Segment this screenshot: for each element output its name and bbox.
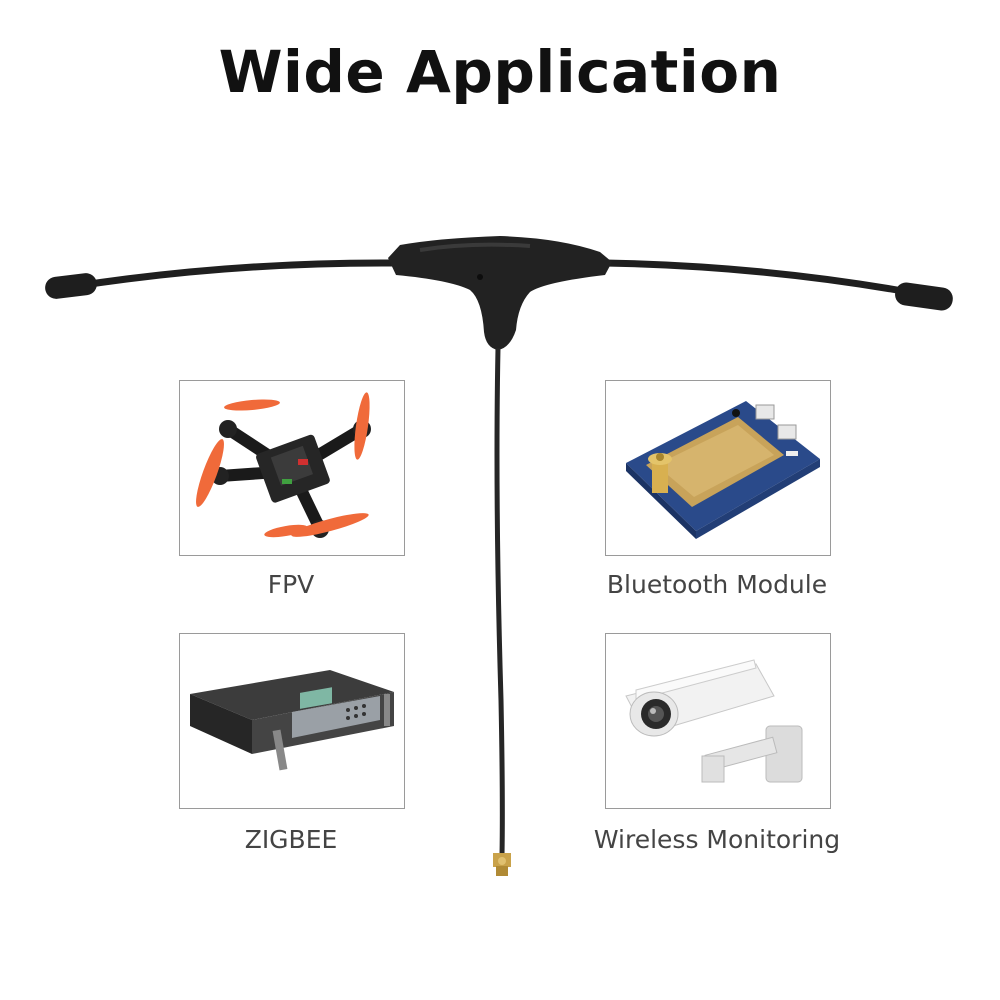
zigbee-card bbox=[179, 633, 405, 809]
fpv-card bbox=[179, 380, 405, 556]
bluetooth-module-icon bbox=[626, 401, 820, 539]
rack-device-icon bbox=[190, 670, 394, 771]
wireless-monitoring-card bbox=[605, 633, 831, 809]
zigbee-label: ZIGBEE bbox=[244, 825, 338, 854]
wireless-monitoring-label: Wireless Monitoring bbox=[593, 825, 841, 854]
page-title: Wide Application bbox=[218, 38, 782, 106]
bluetooth-module-label: Bluetooth Module bbox=[606, 570, 828, 599]
bluetooth-module-card bbox=[605, 380, 831, 556]
drone-icon bbox=[196, 392, 371, 538]
security-camera-icon bbox=[625, 659, 803, 783]
fpv-label: FPV bbox=[267, 570, 315, 599]
